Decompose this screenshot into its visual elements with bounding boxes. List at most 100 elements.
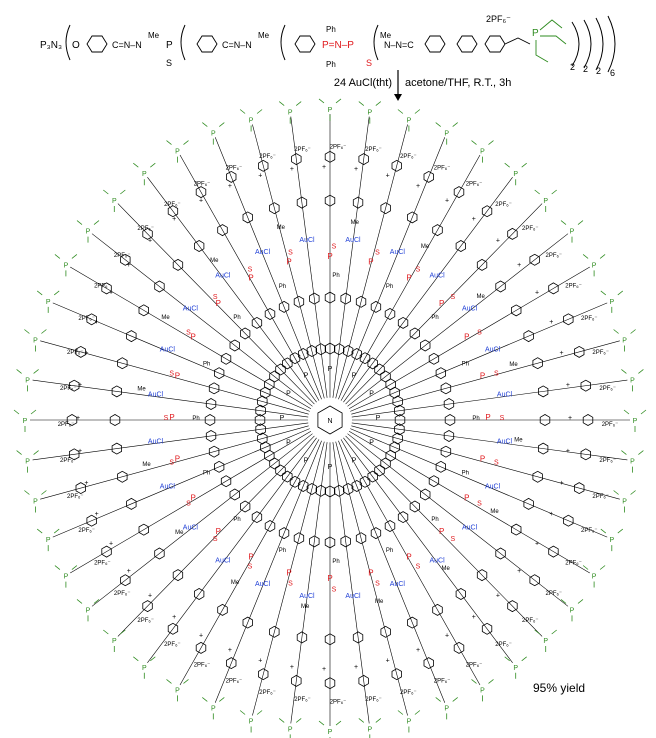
aucl-label: AuCl	[345, 237, 361, 244]
branch-ring	[324, 194, 336, 207]
green-p-label: P	[33, 499, 38, 506]
red-s-label: S	[169, 459, 174, 466]
red-p-label: P	[248, 553, 253, 562]
branch-ring	[291, 153, 302, 166]
branch-ring	[117, 470, 128, 483]
branch-p-label: P	[304, 373, 309, 380]
branch-ring	[523, 497, 534, 510]
branch-ring	[510, 523, 522, 536]
aucl-label: AuCl	[299, 237, 315, 244]
pf6-label: 2PF₆⁻	[114, 253, 131, 259]
green-p-label: P	[570, 229, 575, 236]
branch-bond	[40, 425, 309, 500]
me-label: Me	[514, 437, 523, 443]
green-p-label: P	[444, 705, 449, 712]
green-ester-arms	[54, 565, 78, 588]
plus-label: +	[127, 568, 131, 575]
branch-ring	[111, 442, 122, 455]
branch-ring	[358, 674, 369, 687]
red-s-label: S	[416, 563, 421, 570]
branch-bond	[91, 233, 313, 407]
aucl-label: AuCl	[255, 249, 271, 256]
branch-bond	[347, 433, 569, 607]
branch-ring	[296, 196, 308, 209]
plus-label: +	[472, 614, 476, 621]
green-p-label: P	[142, 171, 147, 178]
benzene-ring-4	[424, 35, 446, 53]
pf6-label: 2PF₆⁻	[67, 350, 84, 356]
branch-ring	[367, 357, 378, 370]
branch-ring	[370, 527, 382, 540]
red-p-label: P	[216, 527, 221, 536]
aucl-label: AuCl	[160, 346, 176, 353]
branch-ring	[580, 379, 591, 392]
branch-ring	[539, 414, 551, 426]
red-s-label: S	[169, 371, 174, 378]
branch-ring	[340, 292, 351, 305]
aucl-label: AuCl	[462, 524, 478, 531]
red-s-label: S	[213, 536, 218, 543]
branch-ring	[289, 475, 301, 488]
bracket-close-3	[595, 17, 604, 71]
plus-label: +	[76, 415, 80, 422]
branch-ring	[324, 150, 336, 163]
red-p-label: P	[439, 299, 444, 308]
aucl-label: AuCl	[215, 273, 231, 280]
green-ester-arms	[278, 718, 302, 738]
green-p-label: P	[570, 607, 575, 614]
plus-label: +	[172, 614, 176, 621]
plus-label: +	[95, 511, 99, 518]
diethyl-phosphonate-green	[535, 19, 567, 63]
green-ester-arms	[534, 629, 557, 652]
branch-ring	[351, 348, 363, 360]
red-s-label: S	[375, 250, 380, 257]
green-ester-arms	[600, 528, 624, 552]
branch-ring	[86, 313, 97, 326]
pf6-label: 2PF₆⁻	[522, 226, 539, 232]
branch-ring	[358, 153, 369, 166]
branch-ring	[154, 280, 165, 293]
ph-label: Ph	[279, 548, 286, 554]
me-label: Me	[509, 362, 518, 368]
red-s-label: S	[332, 586, 337, 593]
branch-bond	[70, 266, 312, 410]
green-p-label: P	[609, 299, 614, 306]
hydrazone-3: N–N=C	[384, 40, 414, 50]
green-p-label: P	[543, 638, 548, 645]
phosphorus-1: P	[166, 40, 173, 51]
branch-ring	[333, 343, 345, 356]
branch-bond	[345, 203, 543, 405]
red-s-label: S	[375, 581, 380, 588]
pf6-label: 2PF₆⁻	[581, 528, 598, 534]
branch-ring	[367, 470, 378, 483]
pf6-label: 2PF₆⁻	[226, 166, 243, 172]
branch-ring	[419, 488, 431, 501]
pf6-label: 2PF₆⁻	[546, 253, 563, 259]
branch-ring	[391, 159, 402, 172]
branch-ring	[205, 398, 217, 410]
green-ester-arms	[36, 528, 60, 552]
green-ester-arms	[560, 599, 584, 622]
branch-ring	[563, 514, 574, 527]
branch-ring	[444, 414, 456, 426]
plus-label: +	[386, 173, 390, 180]
green-p-label: P	[367, 726, 372, 733]
branch-ring	[384, 520, 396, 532]
green-p-label: P	[211, 705, 216, 712]
pyridinium-ring-1	[456, 35, 478, 53]
me-label: Me	[142, 462, 151, 468]
branch-ring	[384, 308, 396, 320]
green-ester-arms	[166, 140, 189, 163]
branch-ring	[423, 657, 434, 670]
plus-label: +	[322, 164, 326, 171]
branch-ring	[532, 470, 543, 483]
plus-label: +	[84, 480, 88, 487]
green-ester-arms	[318, 720, 342, 738]
branch-ring	[392, 432, 403, 445]
plus-label: +	[78, 448, 82, 455]
branch-p-label: P	[328, 366, 333, 373]
green-p-label: P	[46, 299, 51, 306]
branch-ring	[407, 616, 418, 629]
plus-label: +	[109, 290, 113, 297]
propyl-linker	[504, 37, 531, 45]
